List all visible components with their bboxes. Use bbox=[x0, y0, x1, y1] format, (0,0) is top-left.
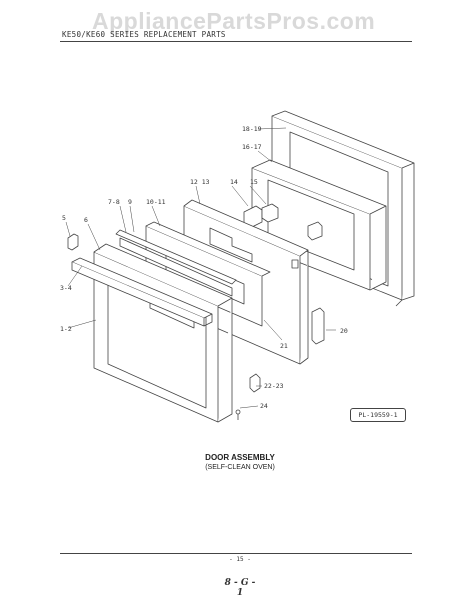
callout-1-2: 1-2 bbox=[60, 325, 72, 333]
caption-subtitle: (SELF-CLEAN OVEN) bbox=[205, 464, 275, 471]
callout-labels: 18-19 16-17 12 13 14 15 7-8 9 10-11 5 6 … bbox=[60, 125, 348, 410]
callout-7-8: 7-8 bbox=[108, 198, 120, 206]
callout-10-11: 10-11 bbox=[146, 198, 166, 206]
leader-lines bbox=[65, 127, 336, 409]
callout-14: 14 bbox=[230, 178, 238, 186]
part-handle-strip bbox=[115, 229, 237, 297]
diagram-caption: DOOR ASSEMBLY (SELF-CLEAN OVEN) bbox=[160, 453, 320, 473]
callout-22-23: 22-23 bbox=[264, 382, 284, 390]
callout-6: 6 bbox=[84, 216, 88, 224]
watermark-logo: AppliancePartsPros.com bbox=[92, 8, 376, 34]
callout-21: 21 bbox=[280, 342, 288, 350]
callout-3-4: 3-4 bbox=[60, 284, 72, 292]
footer-divider bbox=[60, 553, 412, 554]
callout-20: 20 bbox=[340, 327, 348, 335]
caption-title: DOOR ASSEMBLY bbox=[205, 453, 275, 462]
callout-16-17: 16-17 bbox=[242, 143, 262, 151]
part-door-handle bbox=[71, 257, 213, 327]
callout-9: 9 bbox=[128, 198, 132, 206]
callout-5: 5 bbox=[62, 214, 66, 222]
part-outer-door-panel bbox=[93, 243, 233, 423]
callout-15: 15 bbox=[250, 178, 258, 186]
page-number: - 15 - bbox=[229, 556, 251, 563]
page-header: KE50/KE60 SERIES REPLACEMENT PARTS bbox=[62, 30, 226, 39]
callout-24: 24 bbox=[260, 402, 268, 410]
reference-code-box: PL-19559-1 bbox=[350, 408, 406, 422]
part-end-cap bbox=[67, 233, 79, 251]
part-screw bbox=[235, 409, 241, 420]
callout-12-13: 12 13 bbox=[190, 178, 210, 186]
part-small-bracket bbox=[249, 373, 261, 393]
header-divider bbox=[60, 41, 412, 42]
part-bracket bbox=[311, 307, 325, 345]
part-hinge-clips bbox=[243, 203, 323, 241]
section-code: 8 - G - 1 bbox=[224, 578, 256, 598]
callout-18-19: 18-19 bbox=[242, 125, 262, 133]
